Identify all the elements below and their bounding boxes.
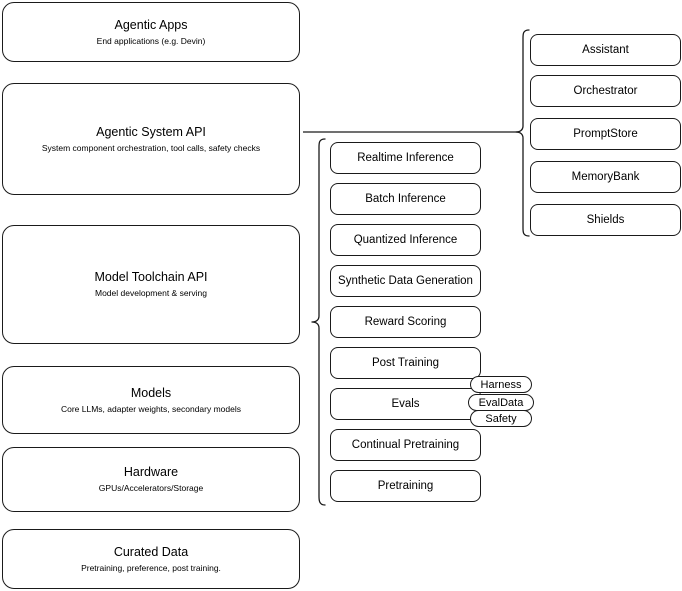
eval-subcomponent-harness[interactable]: Harness bbox=[470, 376, 532, 393]
layer-box-models[interactable]: Models Core LLMs, adapter weights, secon… bbox=[2, 366, 300, 434]
component-batch-inference[interactable]: Batch Inference bbox=[330, 183, 481, 215]
layer-title: Models bbox=[130, 385, 172, 400]
eval-subcomponent-evaldata[interactable]: EvalData bbox=[468, 394, 534, 411]
layer-box-agentic-apps[interactable]: Agentic Apps End applications (e.g. Devi… bbox=[2, 2, 300, 62]
layer-box-curated-data[interactable]: Curated Data Pretraining, preference, po… bbox=[2, 529, 300, 589]
layer-subtitle: Pretraining, preference, post training. bbox=[81, 562, 221, 573]
layer-title: Model Toolchain API bbox=[94, 270, 208, 285]
component-synthetic-data-generation[interactable]: Synthetic Data Generation bbox=[330, 265, 481, 297]
layer-title: Hardware bbox=[123, 465, 179, 480]
component-reward-scoring[interactable]: Reward Scoring bbox=[330, 306, 481, 338]
brace-toolchain-components bbox=[306, 136, 328, 510]
layer-subtitle: Model development & serving bbox=[95, 288, 207, 299]
component-assistant[interactable]: Assistant bbox=[530, 34, 681, 66]
layer-title: Curated Data bbox=[113, 544, 189, 559]
component-orchestrator[interactable]: Orchestrator bbox=[530, 75, 681, 107]
component-memorybank[interactable]: MemoryBank bbox=[530, 161, 681, 193]
component-quantized-inference[interactable]: Quantized Inference bbox=[330, 224, 481, 256]
layer-title: Agentic Apps bbox=[114, 17, 188, 32]
layer-subtitle: Core LLMs, adapter weights, secondary mo… bbox=[60, 403, 241, 414]
component-realtime-inference[interactable]: Realtime Inference bbox=[330, 142, 481, 174]
layer-box-agentic-system-api[interactable]: Agentic System API System component orch… bbox=[2, 83, 300, 195]
layer-title: Agentic System API bbox=[96, 124, 206, 139]
layer-box-model-toolchain-api[interactable]: Model Toolchain API Model development & … bbox=[2, 225, 300, 344]
component-pretraining[interactable]: Pretraining bbox=[330, 470, 481, 502]
component-evals[interactable]: Evals bbox=[330, 388, 481, 420]
component-post-training[interactable]: Post Training bbox=[330, 347, 481, 379]
component-continual-pretraining[interactable]: Continual Pretraining bbox=[330, 429, 481, 461]
layer-subtitle: System component orchestration, tool cal… bbox=[41, 142, 261, 153]
component-shields[interactable]: Shields bbox=[530, 204, 681, 236]
layer-subtitle: End applications (e.g. Devin) bbox=[96, 35, 206, 46]
component-promptstore[interactable]: PromptStore bbox=[530, 118, 681, 150]
layer-box-hardware[interactable]: Hardware GPUs/Accelerators/Storage bbox=[2, 447, 300, 512]
layer-subtitle: GPUs/Accelerators/Storage bbox=[98, 483, 204, 494]
eval-subcomponent-safety[interactable]: Safety bbox=[470, 410, 532, 427]
